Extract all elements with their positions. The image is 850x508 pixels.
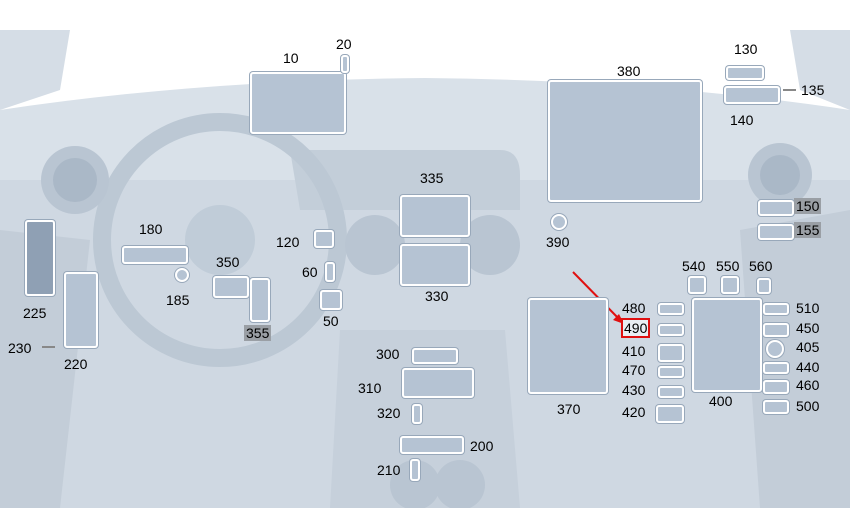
label-330: 330 (425, 288, 449, 304)
part-440 (763, 362, 789, 374)
label-450: 450 (796, 320, 820, 336)
label-185: 185 (166, 292, 190, 308)
part-20 (341, 55, 349, 73)
part-420 (656, 405, 684, 423)
part-140 (724, 86, 780, 104)
part-350 (213, 276, 249, 298)
part-450 (763, 323, 789, 337)
part-370 (528, 298, 608, 394)
label-200: 200 (470, 438, 494, 454)
part-200 (400, 436, 464, 454)
label-470: 470 (622, 362, 646, 378)
label-135: 135 (801, 82, 825, 98)
part-220 (64, 272, 98, 348)
label-550: 550 (716, 258, 740, 274)
part-120 (314, 230, 334, 248)
part-310 (402, 368, 474, 398)
part-380 (548, 80, 702, 202)
part-470 (658, 366, 684, 378)
part-400 (692, 298, 762, 392)
label-230: 230 (8, 340, 32, 356)
label-20: 20 (336, 36, 352, 52)
label-50: 50 (323, 313, 339, 329)
label-300: 300 (376, 346, 400, 362)
label-480: 480 (622, 300, 646, 316)
part-500 (763, 400, 789, 414)
label-370: 370 (557, 401, 581, 417)
part-130 (726, 66, 764, 80)
pointer-arrow (572, 271, 623, 323)
label-420: 420 (622, 404, 646, 420)
part-510 (763, 303, 789, 315)
label-490-highlighted: 490 (620, 318, 651, 338)
part-390 (551, 214, 567, 230)
part-330 (400, 244, 470, 286)
part-490 (658, 324, 684, 336)
part-560 (757, 278, 771, 294)
part-480 (658, 303, 684, 315)
steering-wheel (93, 113, 347, 367)
part-430 (658, 386, 684, 398)
part-10 (250, 72, 346, 134)
part-180 (122, 246, 188, 264)
label-150: 150 (794, 198, 822, 214)
label-180: 180 (139, 221, 163, 237)
part-60 (325, 262, 335, 282)
label-60: 60 (302, 264, 318, 280)
label-140: 140 (730, 112, 754, 128)
label-335: 335 (420, 170, 444, 186)
label-310: 310 (358, 380, 382, 396)
label-355: 355 (244, 325, 272, 341)
label-405: 405 (796, 339, 820, 355)
label-410: 410 (622, 343, 646, 359)
part-300 (412, 348, 458, 364)
label-210: 210 (377, 462, 401, 478)
part-405 (766, 340, 784, 358)
part-185 (175, 268, 189, 282)
part-50 (320, 290, 342, 310)
part-410 (658, 344, 684, 362)
label-430: 430 (622, 382, 646, 398)
label-440: 440 (796, 359, 820, 375)
part-550 (721, 276, 739, 294)
label-225: 225 (23, 305, 47, 321)
label-320: 320 (377, 405, 401, 421)
label-380: 380 (617, 63, 641, 79)
label-390: 390 (546, 234, 570, 250)
label-460: 460 (796, 377, 820, 393)
label-500: 500 (796, 398, 820, 414)
label-540: 540 (682, 258, 706, 274)
label-350: 350 (216, 254, 240, 270)
label-120: 120 (276, 234, 300, 250)
label-400: 400 (709, 393, 733, 409)
label-10: 10 (283, 50, 299, 66)
label-510: 510 (796, 300, 820, 316)
part-155 (758, 224, 794, 240)
part-335 (400, 195, 470, 237)
part-540 (688, 276, 706, 294)
label-560: 560 (749, 258, 773, 274)
part-460 (763, 380, 789, 394)
part-225 (25, 220, 55, 296)
label-130: 130 (734, 41, 758, 57)
part-355 (250, 278, 270, 322)
part-150 (758, 200, 794, 216)
part-320 (412, 404, 422, 424)
label-220: 220 (64, 356, 88, 372)
part-210 (410, 459, 420, 481)
label-155: 155 (794, 222, 822, 238)
